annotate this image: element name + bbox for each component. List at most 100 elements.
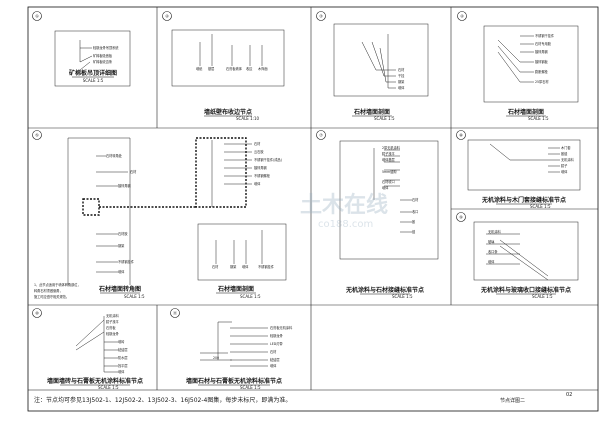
svg-text:镀锌角钢: 镀锌角钢: [118, 183, 131, 188]
svg-text:不锈钢螺栓: 不锈钢螺栓: [254, 173, 271, 178]
svg-text:木门套: 木门套: [561, 145, 571, 150]
svg-text:墙体: 墙体: [398, 85, 405, 90]
svg-text:收边: 收边: [246, 66, 253, 71]
detail-number: ⑪: [173, 310, 177, 316]
panel-scale: SCALE 1:5: [98, 385, 119, 390]
svg-text:钢架: 钢架: [118, 243, 125, 248]
panel-title: 无机涂料与木门套接缝标准节点: [481, 196, 566, 204]
svg-text:云石胶: 云石胶: [254, 149, 264, 154]
panel-9: ⑨ 无机涂料 玻璃 收口条 墙体 无机涂料与玻璃收口接缝标准节点 SCALE 1…: [456, 212, 579, 299]
panel-scale: SCALE 1:5: [83, 78, 104, 83]
panel-scale: SCALE 1:5: [528, 116, 549, 121]
svg-text:收口: 收口: [412, 209, 418, 214]
svg-text:墙体: 墙体: [118, 269, 125, 274]
svg-text:石膏板: 石膏板: [106, 325, 116, 330]
svg-text:木饰面: 木饰面: [258, 66, 268, 71]
svg-text:墙纸: 墙纸: [196, 66, 203, 71]
svg-text:钢架: 钢架: [398, 79, 405, 84]
svg-text:不锈钢挂件: 不锈钢挂件: [118, 259, 135, 264]
svg-text:钢架: 钢架: [230, 264, 237, 269]
svg-text:石材收口: 石材收口: [382, 179, 395, 184]
detail-number: ①: [35, 14, 39, 19]
panel-scale: SCALE 1:5: [240, 294, 261, 299]
svg-text:石材: 石材: [412, 197, 419, 202]
svg-text:墙体: 墙体: [270, 363, 277, 368]
svg-text:收口条: 收口条: [488, 249, 498, 254]
footer-note: 注：节点均可参见13J502-1、12J502-2、13J502-3、16J50…: [34, 396, 291, 404]
watermark-title: 土木在线: [300, 192, 388, 218]
sheet-title: 节点详图二: [500, 397, 525, 404]
panel-title: 石材墙面剖面: [507, 108, 544, 116]
panel-scale: SCALE 1:10: [236, 116, 260, 121]
svg-text:矿棉板吸音板: 矿棉板吸音板: [93, 53, 113, 58]
panel-5: ⑤ 石材转角处 石材 镀锌角钢 石材胶 钢架 不锈钢挂件 墙体 1、此节点适用于…: [32, 130, 145, 299]
note-line-3: 施工时应遵守相关规范。: [34, 294, 69, 299]
svg-text:膨胀螺栓: 膨胀螺栓: [535, 69, 549, 74]
svg-text:不锈钢挂件: 不锈钢挂件: [258, 264, 275, 269]
svg-text:墙体: 墙体: [561, 169, 568, 174]
panel-scale: SCALE 1:5: [532, 294, 553, 299]
detail-number: ⑧: [459, 133, 463, 138]
svg-text:找平层: 找平层: [118, 363, 128, 368]
svg-text:镀锌角钢: 镀锌角钢: [254, 165, 267, 170]
detail-number: ⑩: [35, 311, 39, 316]
panel-11: ⑪ 200 石膏板无机涂料 轻钢龙骨 LED灯带 石材 粘结层 墙体 墙面石材与…: [170, 308, 293, 390]
panel-1: ① 轻钢龙骨吊顶系统 矿棉板吸音板 矿棉板收边条 矿棉板吊顶详细图 SCALE …: [32, 11, 131, 87]
svg-text:石材: 石材: [130, 169, 137, 174]
svg-text:轻钢龙骨吊顶系统: 轻钢龙骨吊顶系统: [93, 45, 119, 50]
panel-title: 石材墙面剖面: [353, 108, 390, 116]
page-number: 02: [566, 392, 572, 398]
svg-text:腻子: 腻子: [561, 163, 568, 168]
detail-number-circle: [32, 11, 42, 21]
svg-text:矿棉板收边条: 矿棉板收边条: [93, 59, 113, 64]
svg-text:无机涂料: 无机涂料: [561, 157, 575, 162]
detail-number: ③: [319, 14, 323, 19]
detail-number: ②: [165, 14, 169, 19]
svg-text:墙体: 墙体: [488, 259, 495, 264]
svg-text:不锈钢干挂件: 不锈钢干挂件: [535, 33, 555, 38]
svg-text:石材: 石材: [398, 67, 405, 72]
svg-text:LED灯带: LED灯带: [270, 341, 283, 346]
panel-scale: SCALE 1:5: [124, 294, 145, 299]
svg-text:墙体: 墙体: [242, 264, 249, 269]
panel-2: ② 墙纸 基层 石膏板墙体 收边 木饰面 墙纸壁布收边节点 SCALE 1:10: [162, 11, 285, 121]
svg-text:玻璃: 玻璃: [488, 239, 495, 244]
svg-text:无机涂料: 无机涂料: [488, 229, 502, 234]
svg-text:石膏板无机涂料: 石膏板无机涂料: [270, 325, 293, 330]
panel-10: ⑩ 无机涂料 腻子找平 石膏板 轻钢龙骨 墙砖 粘结层 防水层 找平层 墙体 墙…: [32, 308, 143, 390]
svg-text:墙体: 墙体: [118, 369, 125, 374]
watermark-sub: co188.com: [318, 219, 373, 230]
panel-title: 石材墙面剖面: [217, 285, 254, 293]
panel-title: 无机涂料与石材接缝标准节点: [345, 286, 424, 294]
panel-8: ⑧ 木门套 胶缝 无机涂料 腻子 墙体 无机涂料与木门套接缝标准节点 SCALE…: [456, 130, 581, 209]
svg-text:缝: 缝: [412, 229, 416, 234]
svg-text:墙砖: 墙砖: [118, 339, 125, 344]
svg-text:5mm缝隙: 5mm缝隙: [382, 169, 397, 174]
svg-text:石材专用胶: 石材专用胶: [535, 41, 552, 46]
panel-4: ④ 不锈钢干挂件 石材专用胶 镀锌角钢 镀锌钢板 膨胀螺栓 25厚石材 石材墙面…: [457, 11, 579, 121]
svg-text:墙体: 墙体: [382, 185, 389, 190]
detail-number: ⑨: [459, 215, 463, 220]
svg-text:石材胶: 石材胶: [118, 231, 128, 236]
svg-text:胶: 胶: [412, 219, 416, 224]
panel-scale: SCALE 1:5: [530, 204, 551, 209]
svg-text:石膏板墙体: 石膏板墙体: [226, 66, 243, 71]
svg-text:石材: 石材: [254, 141, 261, 146]
svg-text:基层: 基层: [208, 66, 214, 71]
svg-text:干挂: 干挂: [398, 73, 405, 78]
svg-text:墙体: 墙体: [254, 181, 261, 186]
svg-text:镀锌角钢: 镀锌角钢: [535, 49, 548, 54]
svg-text:腻子找平: 腻子找平: [106, 319, 120, 324]
svg-text:防水层: 防水层: [118, 355, 128, 360]
panel-3: ③ 石材 干挂 钢架 墙体 石材墙面剖面 SCALE 1:5: [316, 11, 429, 121]
panel-title: 无机涂料与玻璃收口接缝标准节点: [480, 286, 571, 294]
svg-text:石材: 石材: [212, 264, 219, 269]
panel-title: 墙面墙砖与石膏板无机涂料标准节点: [47, 377, 143, 385]
svg-text:轻钢龙骨: 轻钢龙骨: [106, 331, 119, 336]
svg-text:轻钢龙骨: 轻钢龙骨: [270, 333, 283, 338]
svg-text:不锈钢干挂件(成品): 不锈钢干挂件(成品): [254, 157, 282, 162]
watermark: 土木在线 co188.com: [300, 192, 388, 230]
svg-text:2厚无机涂料: 2厚无机涂料: [382, 145, 401, 150]
panel-title: 矿棉板吊顶详细图: [69, 69, 117, 77]
